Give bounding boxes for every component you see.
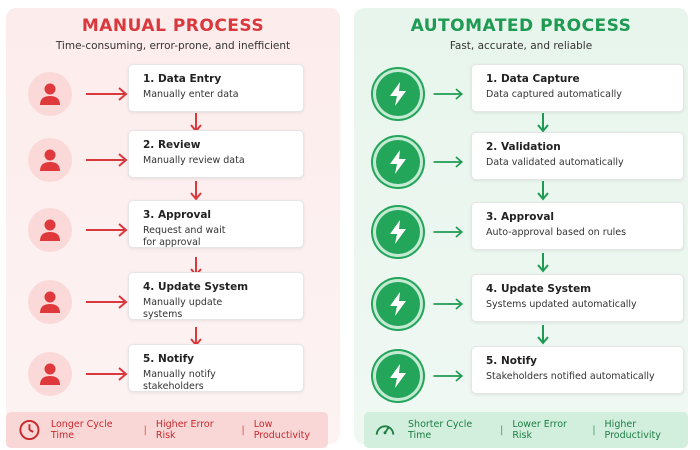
person-icon <box>28 352 72 396</box>
manual-process-panel: MANUAL PROCESS Time-consuming, error-pro… <box>6 8 340 448</box>
manual-step-card: 5. Notify Manually notify stakeholders <box>128 344 304 392</box>
automated-title: AUTOMATED PROCESS <box>410 16 632 36</box>
arrow-right-icon <box>433 370 464 382</box>
step-description: Stakeholders notified automatically <box>486 371 655 382</box>
step-description: Manually review data <box>143 155 245 166</box>
arrow-right-icon <box>86 367 128 381</box>
person-icon <box>28 208 72 252</box>
separator: | <box>241 424 245 436</box>
arrow-right-icon <box>433 298 464 310</box>
lightning-bolt-icon <box>376 210 420 254</box>
automated-step-5: 5. Notify Stakeholders notified automati… <box>354 346 688 406</box>
lightning-bolt-icon <box>376 140 420 184</box>
separator: | <box>143 424 147 436</box>
footer-metric: Higher Error Risk <box>155 419 214 441</box>
manual-step-card: 1. Data Entry Manually enter data <box>128 64 304 112</box>
step-title: 2. Validation <box>486 141 561 153</box>
footer-metric: Low Productivity <box>253 419 311 441</box>
automated-step-2: 2. Validation Data validated automatical… <box>354 132 688 192</box>
step-title: 5. Notify <box>486 355 537 367</box>
step-title: 4. Update System <box>486 283 592 295</box>
step-title: 4. Update System <box>143 281 249 293</box>
step-description: Request and wait for approval <box>143 225 226 248</box>
manual-step-2: 2. Review Manually review data <box>6 130 340 190</box>
arrow-right-icon <box>86 87 128 101</box>
automated-subtitle: Fast, accurate, and reliable <box>449 40 593 52</box>
automated-step-card: 1. Data Capture Data captured automatica… <box>471 64 684 112</box>
arrow-down-icon <box>537 181 549 201</box>
person-icon <box>28 138 72 182</box>
automated-step-card: 2. Validation Data validated automatical… <box>471 132 684 180</box>
footer-metric: Lower Error Risk <box>512 419 567 441</box>
step-title: 3. Approval <box>143 209 212 221</box>
manual-step-5: 5. Notify Manually notify stakeholders <box>6 344 340 404</box>
arrow-down-icon <box>190 181 202 201</box>
step-description: Data validated automatically <box>486 157 624 168</box>
step-title: 3. Approval <box>486 211 555 223</box>
speedometer-icon <box>375 425 395 435</box>
arrow-down-icon <box>537 113 549 133</box>
manual-step-4: 4. Update System Manually update systems <box>6 272 340 332</box>
automated-step-4: 4. Update System Systems updated automat… <box>354 274 688 334</box>
manual-step-3: 3. Approval Request and wait for approva… <box>6 200 340 260</box>
footer-metric: Higher Productivity <box>604 419 661 441</box>
arrow-right-icon <box>86 153 128 167</box>
automated-process-panel: AUTOMATED PROCESS Fast, accurate, and re… <box>354 8 688 448</box>
automated-footer: Shorter Cycle Time | Lower Error Risk | … <box>364 412 688 448</box>
manual-step-card: 3. Approval Request and wait for approva… <box>128 200 304 248</box>
step-description: Manually update systems <box>143 297 223 320</box>
arrow-right-icon <box>86 295 128 309</box>
clock-icon <box>19 419 40 441</box>
footer-metric: Shorter Cycle Time <box>408 419 473 441</box>
manual-step-card: 4. Update System Manually update systems <box>128 272 304 320</box>
arrow-right-icon <box>433 156 464 168</box>
arrow-down-icon <box>537 253 549 273</box>
person-icon <box>28 280 72 324</box>
step-title: 5. Notify <box>143 353 194 365</box>
lightning-bolt-icon <box>376 354 420 398</box>
manual-subtitle: Time-consuming, error-prone, and ineffic… <box>55 40 291 52</box>
manual-step-1: 1. Data Entry Manually enter data <box>6 64 340 124</box>
manual-title: MANUAL PROCESS <box>81 16 265 36</box>
separator: | <box>500 424 504 436</box>
step-description: Manually enter data <box>143 89 239 100</box>
step-description: Systems updated automatically <box>486 299 637 310</box>
step-description: Auto-approval based on rules <box>486 227 627 238</box>
manual-step-card: 2. Review Manually review data <box>128 130 304 178</box>
arrow-right-icon <box>433 88 464 100</box>
automated-step-card: 4. Update System Systems updated automat… <box>471 274 684 322</box>
step-title: 2. Review <box>143 139 201 151</box>
lightning-bolt-icon <box>376 282 420 326</box>
person-icon <box>28 72 72 116</box>
step-title: 1. Data Capture <box>486 73 580 85</box>
manual-footer: Longer Cycle Time | Higher Error Risk | … <box>6 412 328 448</box>
automated-step-card: 3. Approval Auto-approval based on rules <box>471 202 684 250</box>
step-description: Manually notify stakeholders <box>143 369 216 392</box>
arrow-down-icon <box>537 325 549 345</box>
footer-metric: Longer Cycle Time <box>50 419 113 441</box>
separator: | <box>592 424 596 436</box>
arrow-right-icon <box>433 226 464 238</box>
arrow-right-icon <box>86 223 128 237</box>
automated-step-3: 3. Approval Auto-approval based on rules <box>354 202 688 262</box>
automated-step-card: 5. Notify Stakeholders notified automati… <box>471 346 684 394</box>
step-description: Data captured automatically <box>486 89 622 100</box>
lightning-bolt-icon <box>376 72 420 116</box>
automated-step-1: 1. Data Capture Data captured automatica… <box>354 64 688 124</box>
step-title: 1. Data Entry <box>143 73 222 85</box>
